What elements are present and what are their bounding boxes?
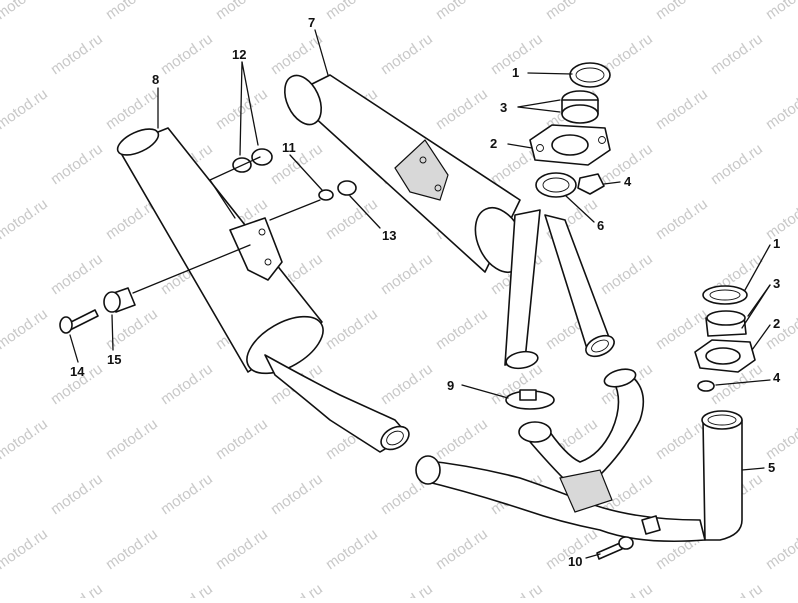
watermark-text: motod.ru bbox=[708, 580, 766, 598]
watermark-text: motod.ru bbox=[0, 305, 51, 353]
collector-pipe bbox=[415, 368, 706, 543]
watermark-text: motod.ru bbox=[158, 30, 216, 78]
callout-labels: 1 3 2 4 6 7 8 12 11 13 14 15 9 1 3 2 4 5… bbox=[70, 15, 781, 569]
watermark-text: motod.ru bbox=[653, 0, 711, 23]
watermark-text: motod.ru bbox=[103, 0, 161, 23]
watermark-text: motod.ru bbox=[323, 525, 381, 573]
callout-3-lower: 3 bbox=[773, 276, 780, 291]
watermark-text: motod.ru bbox=[433, 85, 491, 133]
upper-port-hardware bbox=[529, 62, 611, 198]
callout-10: 10 bbox=[568, 554, 582, 569]
callout-8: 8 bbox=[152, 72, 159, 87]
right-silencer bbox=[284, 74, 615, 370]
callout-4-upper: 4 bbox=[624, 174, 632, 189]
watermark-text: motod.ru bbox=[268, 470, 326, 518]
callout-9: 9 bbox=[447, 378, 454, 393]
watermark-text: motod.ru bbox=[488, 580, 546, 598]
lower-port-hardware bbox=[694, 285, 756, 541]
watermark-text: motod.ru bbox=[213, 0, 271, 23]
watermark-text: motod.ru bbox=[103, 415, 161, 463]
callout-12: 12 bbox=[232, 47, 246, 62]
watermark-text: motod.ru bbox=[763, 85, 798, 133]
callout-13: 13 bbox=[382, 228, 396, 243]
watermark-text: motod.ru bbox=[268, 140, 326, 188]
watermark-text: motod.ru bbox=[708, 140, 766, 188]
watermark-text: motod.ru bbox=[378, 30, 436, 78]
watermark-text: motod.ru bbox=[708, 30, 766, 78]
callout-7: 7 bbox=[308, 15, 315, 30]
watermark-text: motod.ru bbox=[268, 580, 326, 598]
watermark-text: motod.ru bbox=[543, 0, 601, 23]
watermark-text: motod.ru bbox=[0, 0, 51, 23]
callout-1-upper: 1 bbox=[512, 65, 519, 80]
watermark-text: motod.ru bbox=[323, 305, 381, 353]
watermark-text: motod.ru bbox=[0, 85, 51, 133]
watermark-text: motod.ru bbox=[763, 415, 798, 463]
callout-5: 5 bbox=[768, 460, 775, 475]
watermark-text: motod.ru bbox=[158, 470, 216, 518]
watermark-text: motod.ru bbox=[598, 580, 656, 598]
watermark-text: motod.ru bbox=[158, 360, 216, 408]
watermark-text: motod.ru bbox=[763, 195, 798, 243]
watermark-text: motod.ru bbox=[0, 525, 51, 573]
watermark-text: motod.ru bbox=[378, 580, 436, 598]
watermark-text: motod.ru bbox=[433, 415, 491, 463]
callout-15: 15 bbox=[107, 352, 121, 367]
leader-lines bbox=[69, 29, 771, 559]
watermark-text: motod.ru bbox=[48, 250, 106, 298]
watermark-text: motod.ru bbox=[763, 0, 798, 23]
watermark-text: motod.ru bbox=[213, 525, 271, 573]
watermark-text: motod.ru bbox=[763, 305, 798, 353]
watermark-text: motod.ru bbox=[433, 305, 491, 353]
fasteners bbox=[59, 148, 634, 560]
watermark-text: motod.ru bbox=[158, 580, 216, 598]
watermark-text: motod.ru bbox=[378, 250, 436, 298]
watermark-text: motod.ru bbox=[323, 0, 381, 23]
watermark-text: motod.ru bbox=[0, 415, 51, 463]
callout-1-lower: 1 bbox=[773, 236, 780, 251]
callout-3-upper: 3 bbox=[500, 100, 507, 115]
watermark-text: motod.ru bbox=[598, 250, 656, 298]
watermark-text: motod.ru bbox=[653, 195, 711, 243]
watermark-text: motod.ru bbox=[103, 525, 161, 573]
callout-11: 11 bbox=[282, 140, 296, 155]
callout-4-lower: 4 bbox=[773, 370, 781, 385]
watermark-text: motod.ru bbox=[48, 140, 106, 188]
callout-2-lower: 2 bbox=[773, 316, 780, 331]
watermark-text: motod.ru bbox=[433, 525, 491, 573]
watermark-text: motod.ru bbox=[103, 85, 161, 133]
left-silencer bbox=[116, 127, 410, 453]
watermark-text: motod.ru bbox=[433, 0, 491, 23]
watermark-text: motod.ru bbox=[48, 470, 106, 518]
watermark-text: motod.ru bbox=[0, 195, 51, 243]
watermark-text: motod.ru bbox=[48, 580, 106, 598]
callout-2-upper: 2 bbox=[490, 136, 497, 151]
watermark-text: motod.ru bbox=[378, 360, 436, 408]
callout-14: 14 bbox=[70, 364, 85, 379]
watermark-text: motod.ru bbox=[213, 415, 271, 463]
callout-6: 6 bbox=[597, 218, 604, 233]
watermark-text: motod.ru bbox=[763, 525, 798, 573]
watermark-text: motod.ru bbox=[48, 30, 106, 78]
watermark-text: motod.ru bbox=[653, 85, 711, 133]
